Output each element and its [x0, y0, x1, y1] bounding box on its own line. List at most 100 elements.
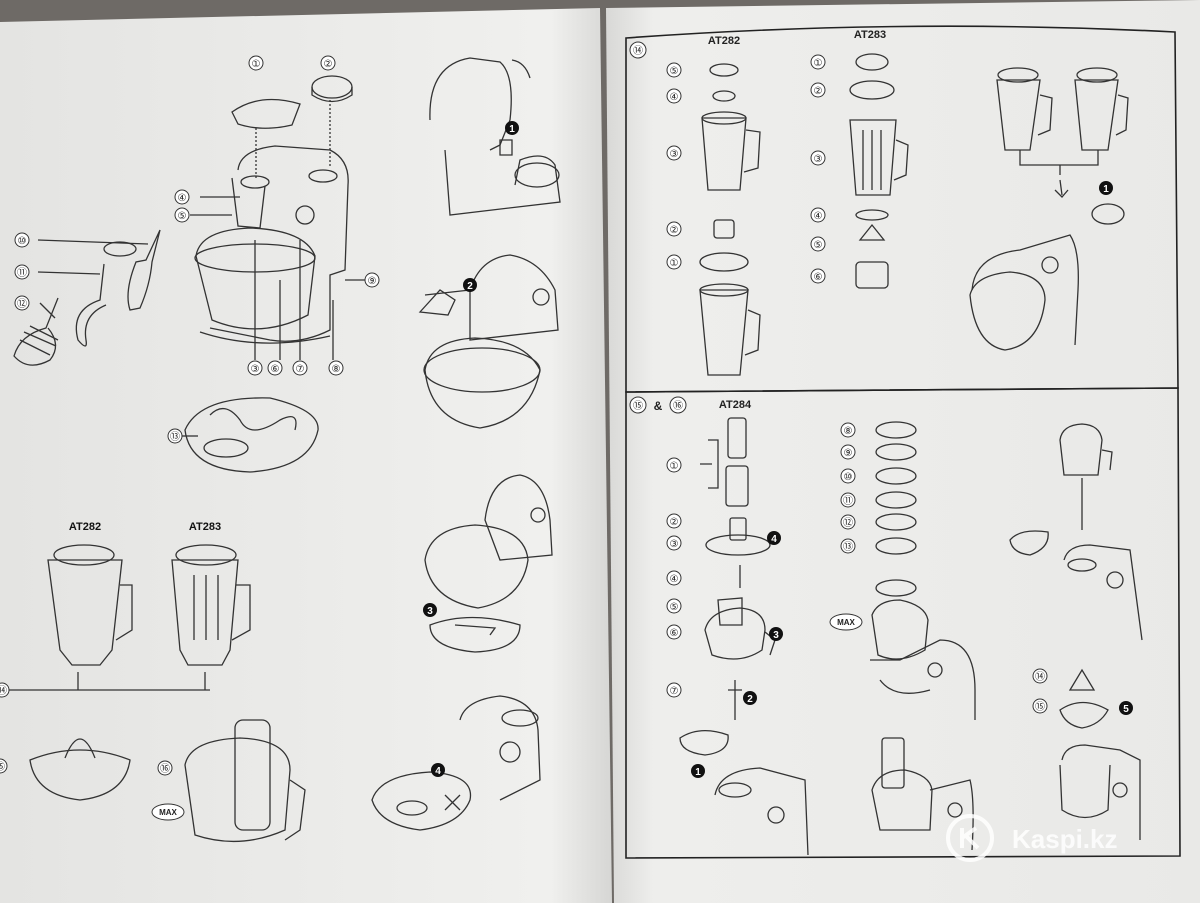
svg-text:⑬: ⑬: [843, 541, 853, 553]
svg-text:③: ③: [670, 539, 679, 550]
svg-text:④: ④: [670, 92, 679, 103]
at284-part-7: ⑦: [666, 682, 682, 698]
svg-text:⑤: ⑤: [178, 211, 187, 222]
at283-part-2: ②: [810, 82, 826, 98]
svg-text:⑯: ⑯: [673, 400, 683, 412]
svg-text:⑪: ⑪: [17, 267, 27, 279]
callout-3: ③: [247, 360, 263, 376]
svg-text:⑪: ⑪: [843, 495, 853, 507]
svg-text:⑭: ⑭: [0, 685, 7, 697]
step-marker-1: 1: [505, 121, 519, 135]
at284-part-6: ⑥: [666, 624, 682, 640]
disc-11: ⑪: [840, 492, 856, 508]
at284-step-4: 4: [767, 531, 781, 545]
disc-13: ⑬: [840, 538, 856, 554]
mixer-step-illustrations: [371, 57, 561, 831]
svg-text:2: 2: [747, 694, 753, 705]
at284-step-2: 2: [743, 691, 757, 705]
disc-8: ⑧: [840, 422, 856, 438]
svg-text:⑥: ⑥: [670, 628, 679, 639]
svg-text:①: ①: [670, 461, 679, 472]
svg-text:③: ③: [814, 154, 823, 165]
svg-text:1: 1: [1103, 184, 1109, 195]
right-page: ⑭ AT282 AT283: [606, 0, 1200, 903]
callout-13: ⑬: [167, 428, 183, 444]
at283-part-5: ⑤: [810, 236, 826, 252]
svg-text:①: ①: [252, 59, 261, 70]
svg-text:①: ①: [814, 58, 823, 69]
at284-step-1: 1: [691, 764, 705, 778]
callout-11: ⑪: [14, 264, 30, 280]
at284-step-3: 3: [769, 627, 783, 641]
svg-text:⑥: ⑥: [814, 272, 823, 283]
svg-text:⑥: ⑥: [271, 364, 280, 375]
at282-part-5: ⑤: [666, 62, 682, 78]
svg-text:⑭: ⑭: [633, 45, 643, 57]
step-marker-4: 4: [431, 763, 445, 777]
at284-part-1: ①: [666, 457, 682, 473]
callout-4: ④: [174, 189, 190, 205]
juicer-step-5: 5: [1119, 701, 1133, 715]
disc-9: ⑨: [840, 444, 856, 460]
svg-text:⑫: ⑫: [843, 517, 853, 529]
max-badge-right: MAX: [829, 613, 863, 631]
svg-text:3: 3: [773, 630, 779, 641]
svg-text:1: 1: [695, 767, 701, 778]
svg-text:MAX: MAX: [159, 808, 177, 817]
at282-part-3: ③: [666, 145, 682, 161]
svg-text:1: 1: [509, 124, 515, 135]
section-15-16-callouts: ① ② ③ ④ ⑤ ⑥ ⑦ 4 3 2 1 ⑧ ⑨ ⑩ ⑪ ⑫ ⑬ MAX ⑭ …: [666, 422, 1133, 778]
edge-callout-15: ⑮: [0, 758, 8, 774]
svg-text:④: ④: [814, 211, 823, 222]
svg-text:⑦: ⑦: [296, 364, 305, 375]
svg-text:⑫: ⑫: [17, 298, 27, 310]
section-14-callouts: ⑤ ④ ③ ② ① ① ② ③ ④ ⑤ ⑥ 1: [666, 54, 1113, 284]
disc-12: ⑫: [840, 514, 856, 530]
callout-5: ⑤: [174, 207, 190, 223]
callout-6: ⑥: [267, 360, 283, 376]
section-15-16-header: ⑮ & ⑯ AT284: [629, 396, 752, 414]
svg-text:2: 2: [467, 281, 473, 292]
svg-text:5: 5: [1123, 704, 1129, 715]
callout-7: ⑦: [292, 360, 308, 376]
section-14-illustrations: [699, 53, 1129, 376]
svg-text:⑮: ⑮: [633, 400, 643, 412]
svg-text:③: ③: [670, 149, 679, 160]
callout-9: ⑨: [364, 272, 380, 288]
step-marker-3: 3: [423, 603, 437, 617]
svg-text:⑨: ⑨: [368, 276, 377, 287]
disc-10: ⑩: [840, 468, 856, 484]
section-15-16-frame: [625, 387, 1181, 859]
model-label-at284: AT284: [719, 399, 752, 411]
kaspi-watermark: Kaspi.kz: [946, 814, 1118, 862]
svg-text:③: ③: [251, 364, 260, 375]
model-label-at283: AT283: [189, 521, 221, 533]
at283-part-3: ③: [810, 150, 826, 166]
at282-part-2: ②: [666, 221, 682, 237]
at283-part-6: ⑥: [810, 268, 826, 284]
juicer-part-15: ⑮: [1032, 698, 1048, 714]
mixer-step-markers: 1 2 3 4: [423, 121, 519, 777]
svg-text:⑩: ⑩: [844, 472, 853, 483]
svg-text:⑨: ⑨: [844, 448, 853, 459]
section-14-frame: [625, 25, 1179, 393]
section-14-header: ⑭ AT282 AT283: [629, 29, 886, 59]
model-label-at282-right: AT282: [708, 35, 740, 47]
svg-text:⑤: ⑤: [670, 602, 679, 613]
svg-text:②: ②: [670, 225, 679, 236]
svg-text:②: ②: [670, 517, 679, 528]
svg-text:⑤: ⑤: [670, 66, 679, 77]
svg-text:⑮: ⑮: [1035, 701, 1045, 713]
svg-text:3: 3: [427, 606, 433, 617]
svg-text:⑤: ⑤: [814, 240, 823, 251]
svg-text:⑬: ⑬: [170, 431, 180, 443]
svg-text:⑦: ⑦: [670, 686, 679, 697]
callout-8: ⑧: [328, 360, 344, 376]
svg-text:①: ①: [670, 258, 679, 269]
at283-part-1: ①: [810, 54, 826, 70]
svg-text:⑭: ⑭: [1035, 671, 1045, 683]
at282-part-1: ①: [666, 254, 682, 270]
svg-text:②: ②: [814, 86, 823, 97]
section-15-16-illustrations: [679, 417, 1143, 856]
